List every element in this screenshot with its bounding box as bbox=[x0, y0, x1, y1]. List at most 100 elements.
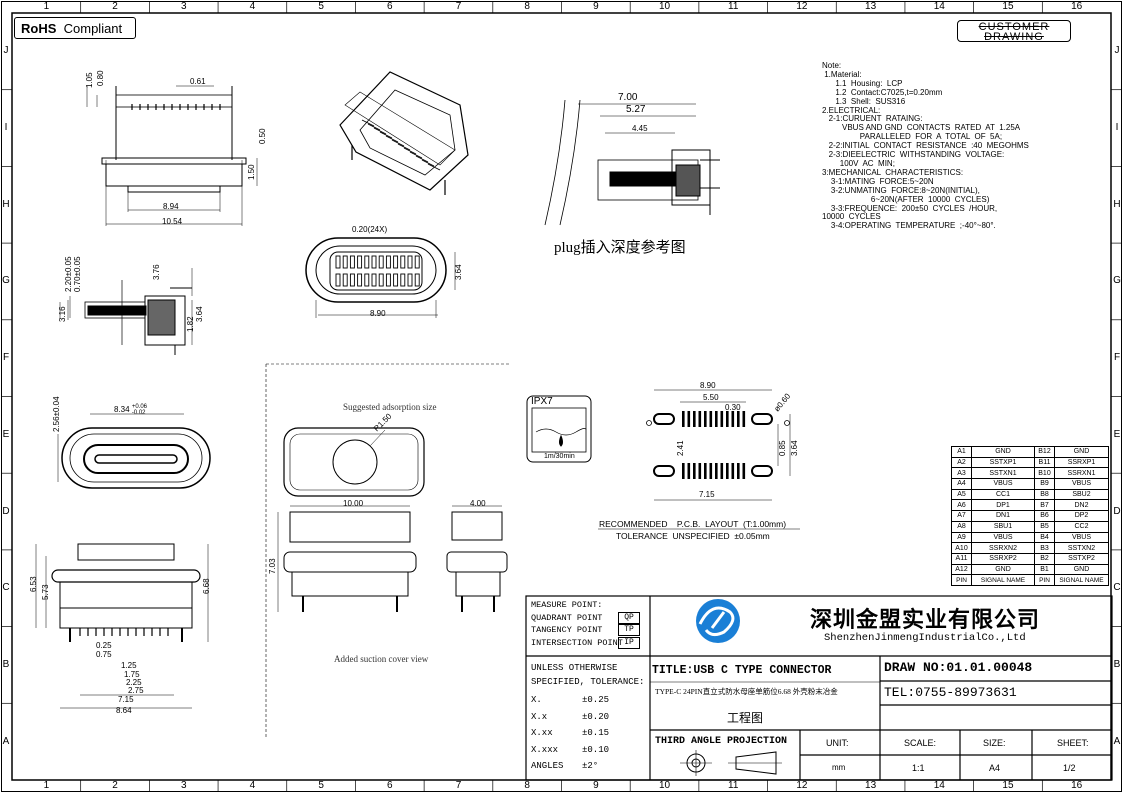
zone-row-right: A bbox=[1113, 735, 1121, 747]
dim-top-1054: 10.54 bbox=[162, 217, 183, 226]
opening-view bbox=[305, 237, 456, 318]
zone-row-right: I bbox=[1115, 122, 1119, 134]
pin-table-cell: SSTXN1 bbox=[971, 467, 1035, 480]
drawing-type: 工程图 bbox=[727, 711, 764, 725]
pin-table-cell: SIGNAL NAME bbox=[971, 574, 1035, 586]
pin-table-cell: A1 bbox=[951, 446, 972, 458]
tolerance-head-1: UNLESS OTHERWISE bbox=[531, 663, 618, 673]
zone-row-left: G bbox=[2, 275, 10, 287]
zone-col-bottom: 8 bbox=[524, 780, 530, 791]
dim-pcb-085: 0.85 bbox=[778, 440, 787, 456]
pin-table-cell: GND bbox=[971, 563, 1035, 576]
tolerance-head-2: SPECIFIED, TOLERANCE: bbox=[531, 677, 645, 687]
suction-region bbox=[265, 363, 510, 738]
zone-col-top: 9 bbox=[593, 1, 599, 12]
pin-table-cell: SIGNAL NAME bbox=[1054, 574, 1109, 586]
dim-side-700: 7.00 bbox=[618, 92, 638, 103]
tolerance-value: ±0.20 bbox=[582, 711, 610, 722]
measure-point-label: MEASURE POINT: bbox=[531, 600, 603, 610]
zone-col-bottom: 16 bbox=[1071, 780, 1083, 791]
zone-col-top: 12 bbox=[796, 1, 808, 12]
tolerance-label: X. bbox=[531, 695, 542, 705]
pin-table-cell: B8 bbox=[1034, 488, 1055, 501]
zone-col-bottom: 13 bbox=[865, 780, 877, 791]
pin-table-cell: SSRXN1 bbox=[1054, 467, 1109, 480]
zone-col-bottom: 10 bbox=[658, 780, 671, 791]
measure-point-code: IP bbox=[618, 636, 640, 649]
pin-table-cell: DN1 bbox=[971, 510, 1035, 522]
ipx-depth: 1m/30min bbox=[544, 453, 575, 460]
pin-table-cell: SSRXN2 bbox=[971, 542, 1035, 554]
dim-sf-width: 10.00 bbox=[343, 499, 364, 508]
pin-table-cell: DP1 bbox=[971, 499, 1035, 512]
pin-table-cell: A12 bbox=[951, 563, 972, 576]
pin-table-cell: A2 bbox=[951, 456, 972, 469]
pin-table-cell: B3 bbox=[1034, 542, 1055, 554]
pin-table-cell: A7 bbox=[951, 510, 972, 522]
pin-table-cell: PIN bbox=[1034, 574, 1055, 586]
tolerance-value: ±0.10 bbox=[582, 744, 610, 755]
zone-col-top: 2 bbox=[112, 1, 118, 12]
pin-table-cell: B5 bbox=[1034, 520, 1055, 533]
dim-op-pitch: 0.20(24X) bbox=[352, 225, 388, 234]
draw-number: DRAW NO:01.01.00048 bbox=[884, 660, 1033, 675]
scale-value: 1:1 bbox=[912, 763, 925, 773]
drawing-line: DRAWING bbox=[984, 31, 1044, 43]
dim-pcb-241: 2.41 bbox=[676, 440, 685, 456]
dim-op-width: 8.90 bbox=[370, 309, 386, 318]
zone-col-bottom: 12 bbox=[796, 780, 808, 791]
dim-ls-182: 1.82 bbox=[186, 316, 195, 332]
tolerance-label: X.x bbox=[531, 711, 548, 722]
sheet-value: 1/2 bbox=[1063, 763, 1076, 773]
company-name-cn: 深圳金盟实业有限公司 bbox=[810, 607, 1041, 632]
pin-table-cell: A8 bbox=[951, 520, 972, 533]
dim-ls-376: 3.76 bbox=[152, 264, 161, 280]
pcb-layout bbox=[598, 389, 800, 530]
pin-table-cell: A3 bbox=[951, 467, 972, 480]
pin-table-cell: DP2 bbox=[1054, 510, 1109, 522]
dim-bf-653: 6.53 bbox=[29, 576, 38, 592]
size-label: SIZE: bbox=[983, 738, 1006, 748]
dim-bf-275: 2.75 bbox=[128, 686, 144, 695]
zone-col-bottom: 6 bbox=[387, 780, 393, 791]
rohs-badge: RoHS Compliant bbox=[14, 17, 136, 39]
dim-bf-025: 0.25 bbox=[96, 641, 112, 650]
pin-table-cell: SBU1 bbox=[971, 520, 1035, 533]
pin-table-cell: VBUS bbox=[971, 478, 1035, 490]
pin-table-cell: SSRXP2 bbox=[971, 552, 1035, 565]
customer-drawing-stamp: CUSTOMER DRAWING bbox=[957, 20, 1071, 43]
dim-bf-573: 5.73 bbox=[41, 584, 50, 600]
plug-depth-view bbox=[544, 99, 720, 226]
scale-label: SCALE: bbox=[904, 738, 937, 748]
zone-row-left: F bbox=[2, 352, 10, 364]
bottom-front-view bbox=[35, 543, 209, 709]
dim-top-080: 0.80 bbox=[96, 70, 105, 86]
pin-table-cell: B10 bbox=[1034, 467, 1055, 480]
dim-bf-715: 7.15 bbox=[118, 695, 134, 704]
dim-side-445: 4.45 bbox=[632, 124, 648, 133]
pin-table-cell: B11 bbox=[1034, 456, 1055, 469]
zone-col-bottom: 14 bbox=[933, 780, 945, 791]
dim-op-height: 3.64 bbox=[454, 264, 463, 280]
zone-col-bottom: 3 bbox=[180, 780, 187, 791]
dim-ss-width: 4.00 bbox=[470, 499, 486, 508]
pin-table-cell: B6 bbox=[1034, 510, 1055, 522]
pin-table-cell: B9 bbox=[1034, 478, 1055, 490]
unit-label: UNIT: bbox=[826, 738, 849, 748]
zone-row-right: H bbox=[1113, 198, 1121, 210]
pin-table-cell: CC2 bbox=[1054, 520, 1109, 533]
dim-ls-316: 3.16 bbox=[58, 306, 67, 322]
tolerance-label: X.xxx bbox=[531, 744, 559, 755]
zone-row-right: E bbox=[1113, 428, 1121, 440]
zone-col-top: 8 bbox=[524, 1, 530, 12]
zone-row-left: E bbox=[2, 428, 10, 440]
pin-table-cell: VBUS bbox=[971, 531, 1035, 544]
zone-col-top: 6 bbox=[387, 1, 393, 12]
pin-table-cell: SSTXP1 bbox=[971, 456, 1035, 469]
